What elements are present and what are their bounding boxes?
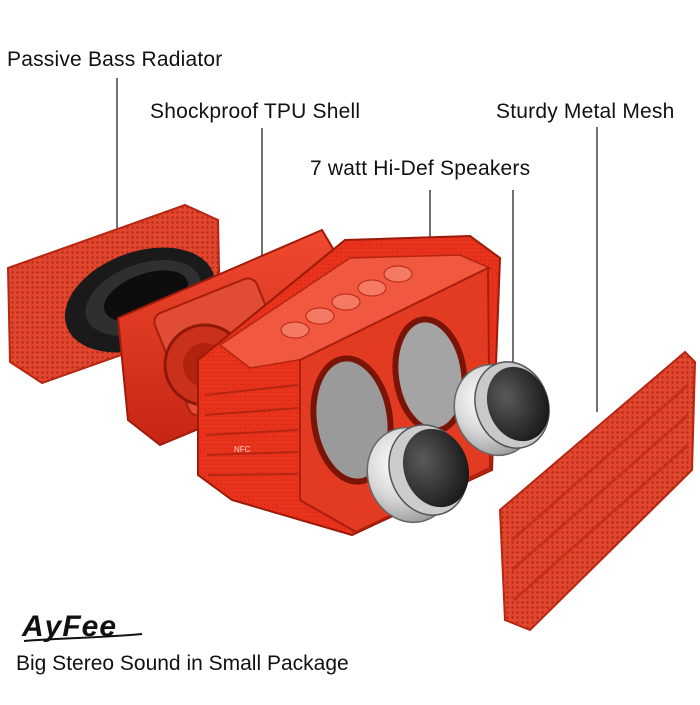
nfc-mark: NFC — [234, 445, 251, 454]
callout-sturdy-metal-mesh: Sturdy Metal Mesh — [496, 100, 675, 123]
callout-hi-def-speakers: 7 watt Hi-Def Speakers — [310, 157, 531, 180]
tagline: Big Stereo Sound in Small Package — [16, 652, 349, 675]
callout-shockproof-tpu-shell: Shockproof TPU Shell — [150, 100, 361, 123]
callout-passive-bass-radiator: Passive Bass Radiator — [7, 48, 223, 71]
hi-def-speaker-driver-rear — [453, 361, 550, 457]
hi-def-speaker-driver-front — [366, 424, 470, 524]
sturdy-metal-mesh-plate — [498, 350, 697, 632]
brand-logo: AyFee — [21, 610, 143, 643]
control-buttons — [280, 265, 413, 339]
